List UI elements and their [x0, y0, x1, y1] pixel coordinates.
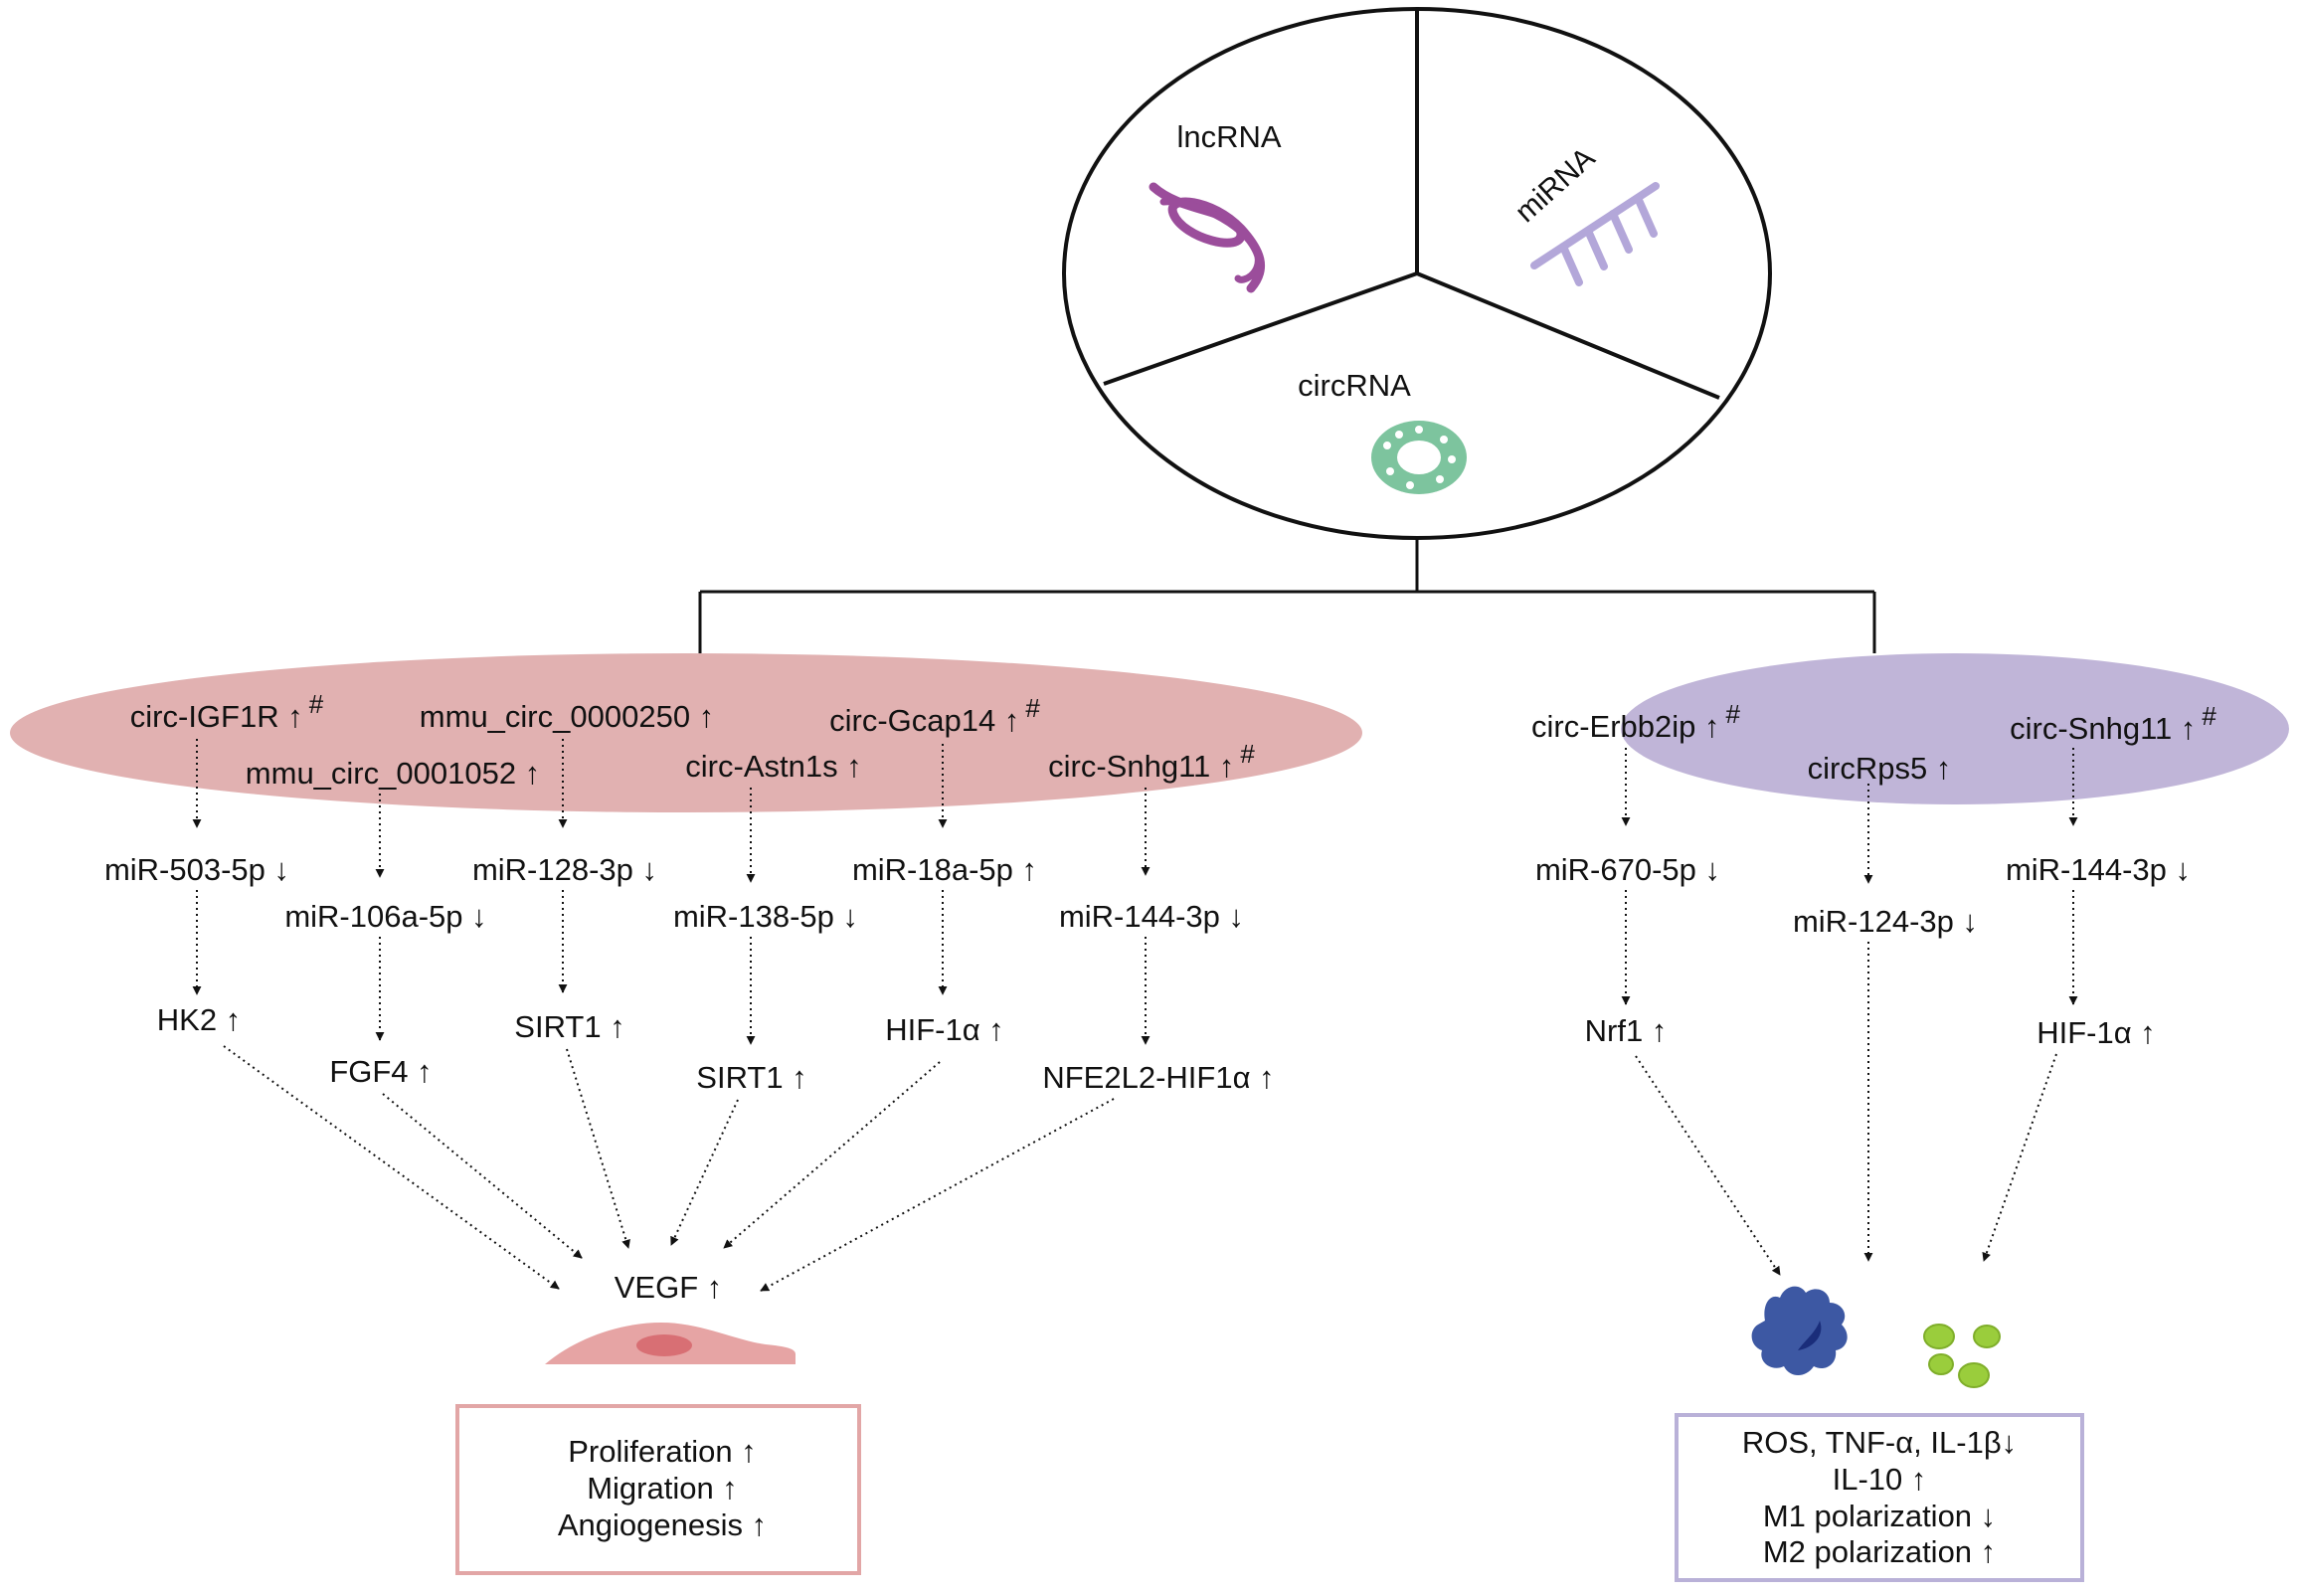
- left-circ-5: circ-Astn1s ↑: [685, 749, 861, 784]
- arrow-nrf1-cells: [1635, 1055, 1781, 1276]
- left-target-4: SIRT1 ↑: [696, 1060, 806, 1095]
- right-mir-3: miR-144-3p ↓: [2006, 852, 2191, 887]
- right-target-2: HIF-1α ↑: [2036, 1015, 2156, 1050]
- right-circrna-labels: circ-Erbb2ip ↑# circRps5 ↑ circ-Snhg11 ↑…: [1531, 699, 2216, 786]
- outcome-angiogenesis: Angiogenesis ↑: [558, 1507, 767, 1542]
- mirna-tooth-3: [1609, 210, 1633, 254]
- endothelial-cell-icon: [545, 1323, 796, 1364]
- outcome-migration: Migration ↑: [587, 1471, 738, 1506]
- left-circrna-ellipse: [10, 653, 1362, 812]
- left-mir-2: miR-106a-5p ↓: [284, 899, 486, 934]
- outcome-ros-tnf-il1b: ROS, TNF-α, IL-1β↓: [1742, 1425, 2017, 1460]
- left-mir-1: miR-503-5p ↓: [104, 852, 289, 887]
- circrna-label: circRNA: [1298, 368, 1411, 403]
- outcome-proliferation: Proliferation ↑: [568, 1434, 757, 1469]
- sector-divider-left: [1103, 271, 1418, 386]
- left-outcome-frame: [455, 1404, 861, 1575]
- left-outcome-box: Proliferation ↑ Migration ↑ Angiogenesis…: [455, 1404, 861, 1575]
- right-mir-1: miR-670-5p ↓: [1535, 852, 1720, 887]
- arrow-hif-cells: [1982, 1053, 2057, 1262]
- lncrna-strand-b: [1159, 198, 1262, 283]
- arrow-fgf4-vegf: [382, 1093, 583, 1259]
- left-target-2: FGF4 ↑: [329, 1054, 432, 1089]
- outcome-il10: IL-10 ↑: [1833, 1462, 1927, 1497]
- left-circ-1: circ-IGF1R ↑#: [130, 689, 324, 734]
- outcome-m1: M1 polarization ↓: [1763, 1499, 1996, 1533]
- left-mir-6: miR-144-3p ↓: [1059, 899, 1244, 934]
- right-outcome-box: ROS, TNF-α, IL-1β↓ IL-10 ↑ M1 polarizati…: [1675, 1413, 2084, 1582]
- left-mirna-labels: miR-503-5p ↓ miR-106a-5p ↓ miR-128-3p ↓ …: [104, 852, 1244, 934]
- particle-4: [1958, 1362, 1990, 1388]
- right-circ-3: circ-Snhg11 ↑#: [2010, 701, 2216, 746]
- left-target-3: SIRT1 ↑: [514, 1009, 624, 1044]
- left-target-1: HK2 ↑: [157, 1002, 241, 1037]
- left-circrna-labels: circ-IGF1R ↑# mmu_circ_0000250 ↑ circ-Gc…: [130, 689, 1256, 791]
- mirna-tooth-1: [1559, 243, 1583, 286]
- left-mir-5: miR-18a-5p ↑: [852, 852, 1037, 887]
- arrow-nfe2l2-vegf: [760, 1098, 1115, 1292]
- right-target-1: Nrf1 ↑: [1585, 1013, 1668, 1048]
- particle-2: [1973, 1325, 2001, 1348]
- right-outcome-frame: [1675, 1413, 2084, 1582]
- arrow-sirt1a-vegf: [566, 1048, 630, 1249]
- arrow-sirt1b-vegf: [670, 1099, 739, 1246]
- left-vegf-arrows: [223, 1045, 1115, 1292]
- lncrna-icon: [1149, 182, 1265, 293]
- macrophage-body: [1751, 1286, 1848, 1375]
- mirna-tooth-4: [1634, 194, 1658, 238]
- right-circrna-ellipse: [1621, 653, 2289, 804]
- circrna-hole: [1397, 441, 1441, 474]
- macrophage-nucleus: [1798, 1321, 1822, 1350]
- mirna-icon: [1530, 182, 1660, 286]
- left-mir-4: miR-138-5p ↓: [673, 899, 858, 934]
- particle-3: [1928, 1353, 1954, 1375]
- right-circ-1: circ-Erbb2ip ↑#: [1531, 699, 1741, 744]
- left-circ-2: mmu_circ_0000250 ↑: [420, 699, 714, 734]
- right-circ-2: circRps5 ↑: [1808, 751, 1952, 786]
- vegf-label: VEGF ↑: [615, 1270, 723, 1305]
- left-chain-arrows: [192, 739, 1150, 1045]
- connector-tree: [698, 538, 1876, 653]
- right-chain-arrows: [1621, 748, 2078, 1276]
- green-particles-icon: [1923, 1324, 2001, 1388]
- left-target-5: HIF-1α ↑: [885, 1012, 1004, 1047]
- left-circ-3: circ-Gcap14 ↑#: [829, 693, 1040, 738]
- left-circ-4: mmu_circ_0001052 ↑: [246, 756, 540, 791]
- outcome-m2: M2 polarization ↑: [1763, 1534, 1996, 1569]
- left-target-6: NFE2L2-HIF1α ↑: [1042, 1060, 1274, 1095]
- right-mir-2: miR-124-3p ↓: [1793, 904, 1978, 939]
- lncrna-label: lncRNA: [1176, 119, 1281, 154]
- cell-nucleus: [636, 1334, 692, 1356]
- sector-divider-right: [1416, 271, 1720, 400]
- rna-types-circle: lncRNA miRNA circRNA: [1062, 7, 1772, 540]
- left-circ-6: circ-Snhg11 ↑#: [1048, 739, 1255, 784]
- circrna-dots: [1383, 426, 1456, 489]
- macrophage-icon: [1751, 1286, 1848, 1375]
- circrna-icon: [1371, 421, 1467, 494]
- left-target-labels: HK2 ↑ FGF4 ↑ SIRT1 ↑ SIRT1 ↑ HIF-1α ↑ NF…: [157, 1002, 1275, 1095]
- right-mirna-labels: miR-670-5p ↓ miR-124-3p ↓ miR-144-3p ↓: [1535, 852, 2191, 939]
- left-mir-3: miR-128-3p ↓: [472, 852, 657, 887]
- right-target-labels: Nrf1 ↑ HIF-1α ↑: [1585, 1013, 2156, 1050]
- mirna-tooth-2: [1584, 227, 1608, 270]
- particle-1: [1923, 1324, 1955, 1349]
